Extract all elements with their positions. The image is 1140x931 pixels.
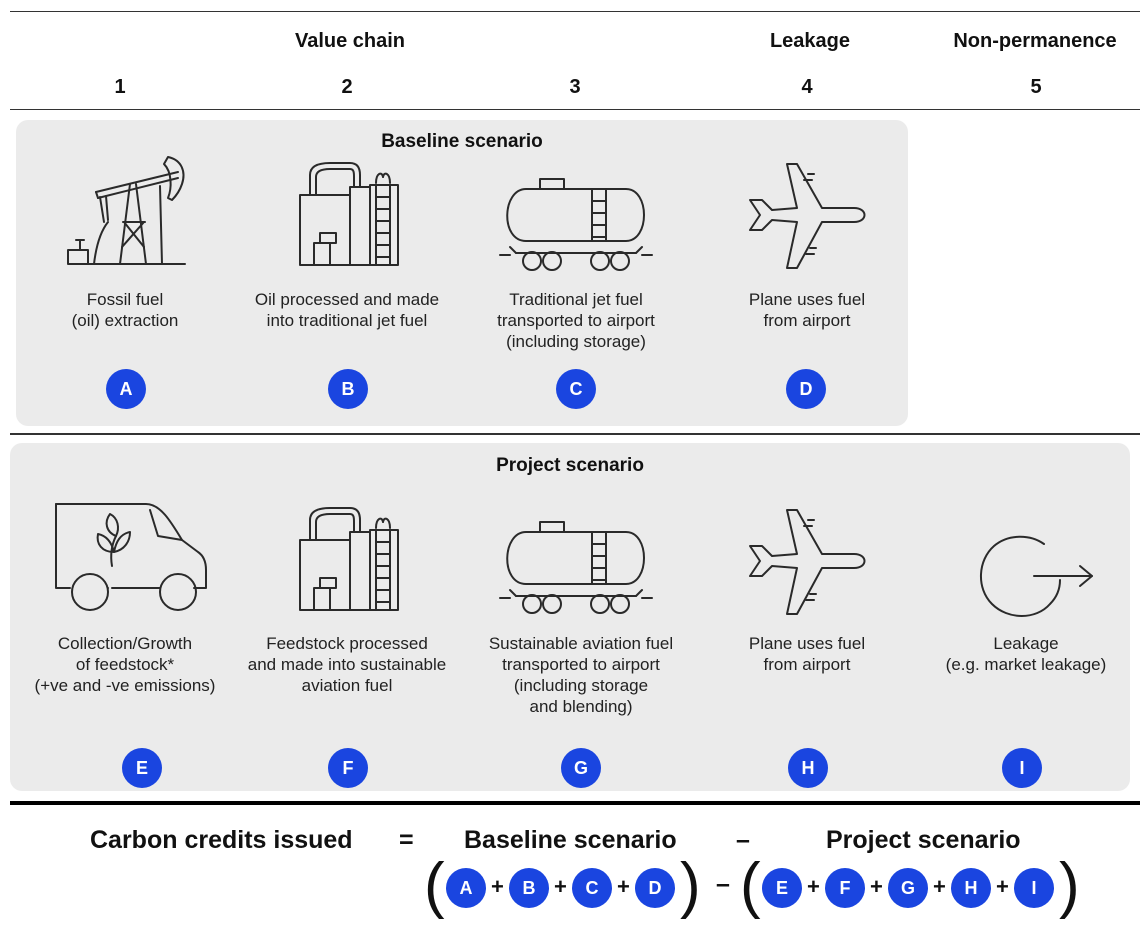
column-number-3: 3 — [569, 76, 581, 98]
bottom-rule — [10, 801, 1140, 805]
badge-i: I — [1002, 748, 1042, 788]
middle-rule — [10, 433, 1140, 435]
baseline-caption-b: Oil processed and made into traditional … — [254, 290, 440, 330]
refinery-icon — [290, 500, 405, 615]
column-number-2: 2 — [341, 76, 353, 98]
header-rule — [10, 109, 1140, 110]
oil-pump-icon — [60, 152, 190, 277]
equation-close-paren-project: ) — [1059, 851, 1080, 920]
baseline-caption-a: Fossil fuel (oil) extraction — [71, 290, 179, 330]
tanker-car-icon — [496, 518, 656, 618]
badge-e: E — [122, 748, 162, 788]
badge-g: G — [561, 748, 601, 788]
baseline-caption-c: Traditional jet fuel transported to airp… — [497, 290, 655, 351]
airplane-icon — [742, 506, 872, 621]
project-caption-h: Plane uses fuel from airport — [748, 634, 866, 674]
eq-badge-e: E — [762, 868, 802, 908]
leakage-arrow-icon — [974, 532, 1104, 622]
eq-plus: + — [933, 874, 946, 899]
eq-badge-h: H — [951, 868, 991, 908]
header-value-chain: Value chain — [294, 30, 406, 52]
badge-f: F — [328, 748, 368, 788]
project-caption-e: Collection/Growth of feedstock* (+ve and… — [34, 634, 216, 695]
equation-open-paren-baseline: ( — [424, 851, 445, 920]
eq-badge-a: A — [446, 868, 486, 908]
baseline-caption-d: Plane uses fuel from airport — [748, 290, 866, 330]
project-caption-i: Leakage (e.g. market leakage) — [945, 634, 1107, 674]
tanker-car-icon — [496, 175, 656, 275]
baseline-panel — [16, 120, 908, 426]
project-caption-g: Sustainable aviation fuel transported to… — [488, 634, 674, 716]
project-title: Project scenario — [496, 455, 644, 476]
badge-a: A — [106, 369, 146, 409]
equation-left-label: Carbon credits issued — [90, 826, 353, 854]
badge-h: H — [788, 748, 828, 788]
badge-b: B — [328, 369, 368, 409]
eq-badge-b: B — [509, 868, 549, 908]
header-leakage: Leakage — [769, 30, 851, 52]
eq-badge-g: G — [888, 868, 928, 908]
eq-plus: + — [870, 874, 883, 899]
eq-plus: + — [554, 874, 567, 899]
column-number-5: 5 — [1030, 76, 1042, 98]
equation-close-paren-baseline: ) — [680, 851, 701, 920]
equation-open-paren-project: ( — [740, 851, 761, 920]
equation-equals: = — [399, 826, 414, 854]
van-plant-icon — [50, 496, 210, 616]
header-non-permanence: Non-permanence — [953, 30, 1117, 52]
eq-badge-d: D — [635, 868, 675, 908]
equation-minus: – — [716, 870, 730, 898]
refinery-icon — [290, 155, 405, 270]
project-panel — [10, 443, 1130, 791]
column-number-4: 4 — [801, 76, 813, 98]
equation-baseline-label: Baseline scenario — [464, 826, 677, 854]
eq-plus: + — [996, 874, 1009, 899]
baseline-title: Baseline scenario — [381, 131, 543, 152]
airplane-icon — [742, 160, 872, 275]
badge-c: C — [556, 369, 596, 409]
badge-d: D — [786, 369, 826, 409]
column-number-1: 1 — [114, 76, 126, 98]
eq-badge-i: I — [1014, 868, 1054, 908]
eq-plus: + — [807, 874, 820, 899]
project-caption-f: Feedstock processed and made into sustai… — [247, 634, 447, 695]
top-rule — [10, 11, 1140, 12]
equation-project-label: Project scenario — [826, 826, 1021, 854]
eq-plus: + — [617, 874, 630, 899]
eq-plus: + — [491, 874, 504, 899]
eq-badge-c: C — [572, 868, 612, 908]
eq-badge-f: F — [825, 868, 865, 908]
equation-minus-top: – — [736, 826, 750, 854]
